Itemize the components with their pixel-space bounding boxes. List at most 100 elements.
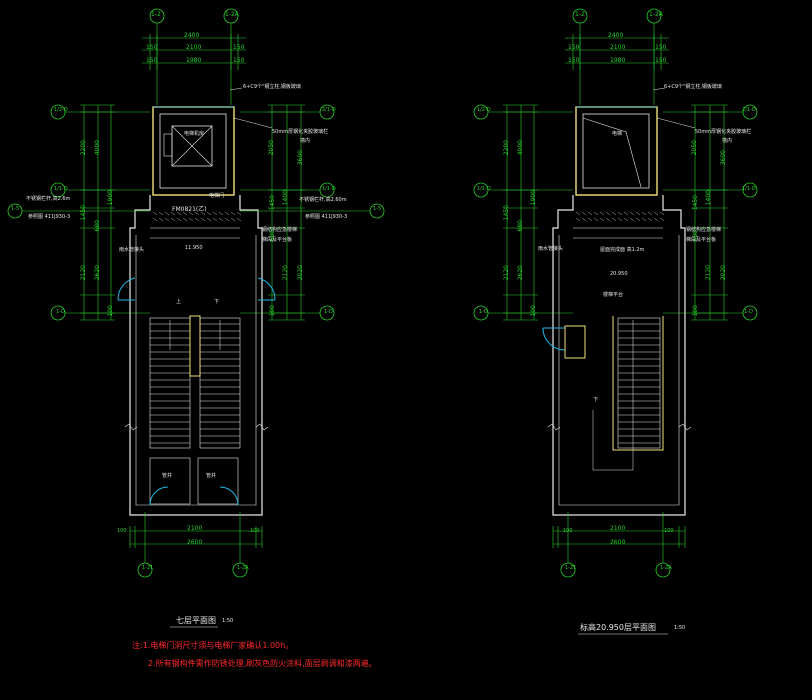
hatch [629,217,635,222]
elevator-car [582,113,650,189]
hatch [230,211,236,216]
dimension-text: 2620 [517,265,524,281]
hatch [581,211,587,216]
callout-text: 屋面完成面 高1.2m [600,247,645,253]
hatch [653,211,659,216]
hatch [182,217,188,222]
leader [233,117,273,129]
outline [582,117,642,188]
hatch [206,211,212,216]
hatch [206,217,212,222]
hatch [647,211,653,216]
inner-wall [558,235,680,506]
hatch [611,211,617,216]
dimension-text: 100 [530,305,537,317]
dimension-text: 2600 [187,539,203,546]
axis-bubble-label: 1/2-D [54,107,68,113]
hatch [575,211,581,216]
callout-text: 6+C9个"钢立柱,钢板玻璃 [664,84,722,90]
door-swing [219,486,239,506]
dimension-text: 680 [517,220,524,232]
callout-text: 雨水管接头 [538,246,564,252]
axis-bubble-label: 1-2A [237,565,249,571]
callout-text: 钢结构应急楼梯 [262,227,298,233]
callout-text: 50mm厚钢化夹胶玻璃栏 [272,129,329,135]
hatch [635,217,641,222]
hatch [611,217,617,222]
axis-bubble-label: 1-5 [11,206,20,212]
hatch [623,217,629,222]
break-line [255,423,269,431]
hatch [218,217,224,222]
hatch [224,211,230,216]
callout-text: 钢结构应急楼梯 [686,227,722,233]
stair-flight [199,317,241,449]
axis-bubble-label: 1-2A [649,11,663,18]
dimension-text: 100 [250,528,260,534]
dimension-text: 2050 [691,140,698,156]
callout-text: 50mm厚钢化夹胶玻璃栏 [695,129,752,135]
axis-bubble-label: 1-2A [660,565,672,571]
handrail [612,316,664,451]
hatch [617,211,623,216]
break-line [124,423,138,431]
dimension-text: 150 [233,57,245,64]
hatch [659,217,665,222]
hatch [152,217,158,222]
dimension-text: 2100 [186,44,202,51]
floor-plans [7,8,758,635]
axis-bubble-label: 1/2-D [477,107,491,113]
dimension-text: 1900 [107,190,114,206]
dimension-text: 2120 [705,265,712,281]
landing-rail [564,325,586,359]
inner-wall [135,235,257,506]
dimension-text: 100 [664,528,674,534]
callout-text: 参照图 411J930-3 [28,214,71,220]
dimension-text: 2020 [297,265,304,281]
dimension-text: 3600 [297,150,304,166]
break-line [547,423,561,431]
axis-bubble-label: 1/1-D [477,186,491,192]
hatch [188,211,194,216]
dimension-text: 2620 [94,265,101,281]
leader [229,87,243,91]
axis-bubble-label: 1/1-D [742,186,756,192]
leader [652,87,666,91]
hatch [659,211,665,216]
counterweight [163,133,173,157]
axis-bubble-label: 1-21 [142,565,154,571]
dimension-text: 2100 [610,525,626,532]
axis-bubble-label: 2/1-D [322,107,336,113]
dimension-text: 2400 [608,32,624,39]
dimension-text: 2100 [610,44,626,51]
hatch [641,211,647,216]
hatch [236,211,242,216]
room-label: 电梯 [612,131,623,137]
hatch [641,217,647,222]
dimension-text: 1980 [610,57,626,64]
callout-text: 墙内 [300,138,311,144]
dimension-text: 2600 [610,539,626,546]
hatch [194,211,200,216]
axis-bubble-label: 1-2 [575,11,585,18]
dimension-text: 1450 [692,195,699,211]
dimension-text: 150 [568,44,580,51]
dimension-text: 3600 [720,150,727,166]
dimension-text: 150 [655,44,667,51]
stair-flight [149,317,191,449]
hatch [176,211,182,216]
dimension-text: 100 [563,528,573,534]
dimension-text: 100 [269,305,276,317]
hatch [176,217,182,222]
hatch [653,217,659,222]
hatch [164,211,170,216]
hatch [170,211,176,216]
dimension-text: 1400 [705,190,712,206]
hatch [587,217,593,222]
door-swing [257,277,276,301]
hatch [194,217,200,222]
dimension-text: 1450 [503,205,510,221]
door-swing [149,486,169,506]
dimension-text: 680 [94,220,101,232]
